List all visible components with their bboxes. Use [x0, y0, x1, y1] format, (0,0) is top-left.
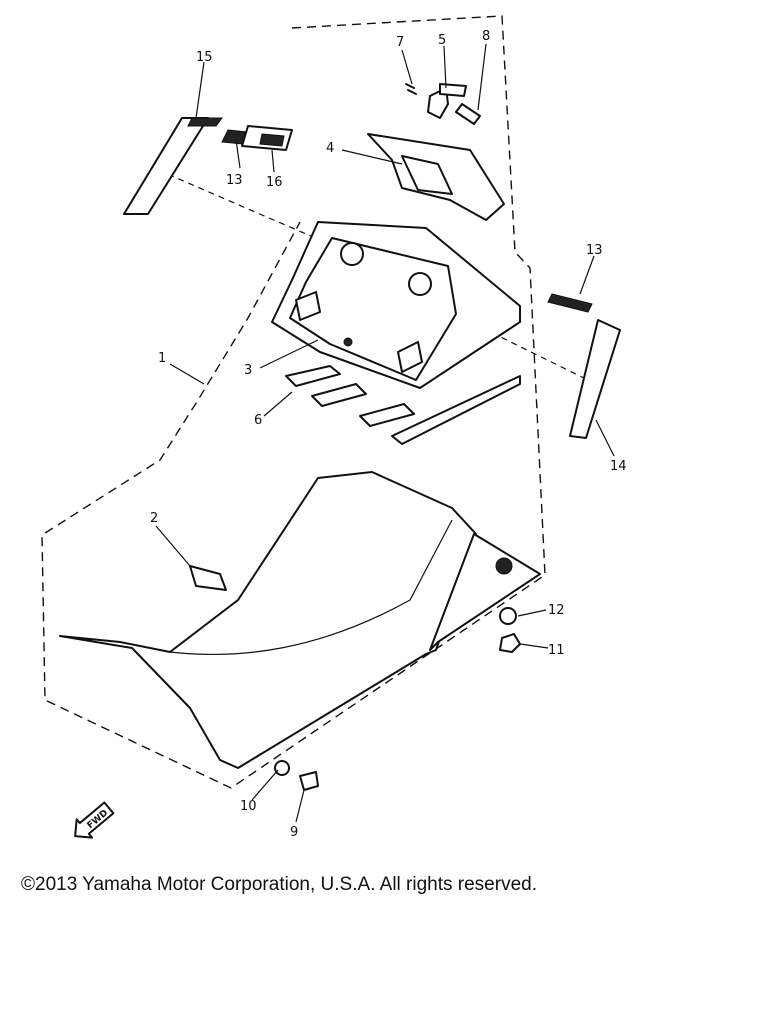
part-10-washer: [274, 760, 290, 776]
callout-5: 5: [438, 33, 446, 48]
callout-1: 1: [158, 351, 166, 366]
callout-7: 7: [396, 35, 404, 50]
part-8-bolt: [455, 103, 481, 125]
part-3-grommet-left: [340, 242, 364, 266]
part-14-side-strip: [569, 319, 621, 439]
callout-15: 15: [196, 50, 213, 65]
part-5-latch-head: [439, 83, 467, 97]
part-12-washer: [499, 607, 517, 625]
part-11-nut: [499, 633, 521, 653]
exploded-parts-diagram: 15 13 16 7 5 8 4 1 3 6 2 13 14 12 11 10 …: [41, 15, 627, 840]
part-16-emblem-detail: [259, 133, 285, 147]
callout-6: 6: [254, 413, 262, 428]
part-6-pad-d: [391, 375, 521, 445]
part-6-pad-a: [285, 365, 341, 387]
callout-8: 8: [482, 29, 490, 44]
part-15-side-strip: [123, 117, 209, 215]
callout-13-right: 13: [586, 243, 603, 258]
part-2-seat-seam: [169, 519, 453, 656]
callout-9: 9: [290, 825, 298, 840]
part-3-hole: [343, 337, 353, 347]
part-7-spring: [405, 83, 417, 95]
callout-10: 10: [240, 799, 257, 814]
part-6-pad-c: [359, 403, 415, 427]
callout-11: 11: [548, 643, 565, 658]
part-6-pad-b: [311, 383, 367, 407]
callout-2: 2: [150, 511, 158, 526]
part-15-emblem: [187, 117, 223, 127]
assembly-outline: [41, 15, 546, 789]
part-2-seat-knob: [495, 557, 513, 575]
part-2-seat: [59, 471, 477, 769]
callout-16: 16: [266, 175, 283, 190]
fwd-arrow-icon: FWD: [74, 801, 115, 839]
callout-3: 3: [244, 363, 252, 378]
callout-12: 12: [548, 603, 565, 618]
callout-4: 4: [326, 141, 334, 156]
leader-lines: [155, 43, 615, 823]
callout-14: 14: [610, 459, 627, 474]
alignment-line-15: [157, 169, 321, 241]
part-13-emblem-right: [547, 293, 593, 313]
part-2-seat-bracket: [189, 565, 227, 591]
part-9-bolt: [299, 771, 319, 791]
callout-13-left: 13: [226, 173, 243, 188]
copyright-text: ©2013 Yamaha Motor Corporation, U.S.A. A…: [21, 874, 537, 895]
part-3-tab-right: [397, 341, 423, 373]
part-3-tab-left: [295, 291, 321, 321]
part-4-bracket-block: [401, 155, 453, 195]
part-3-grommet-right: [408, 272, 432, 296]
part-2-seat-base: [429, 533, 541, 651]
